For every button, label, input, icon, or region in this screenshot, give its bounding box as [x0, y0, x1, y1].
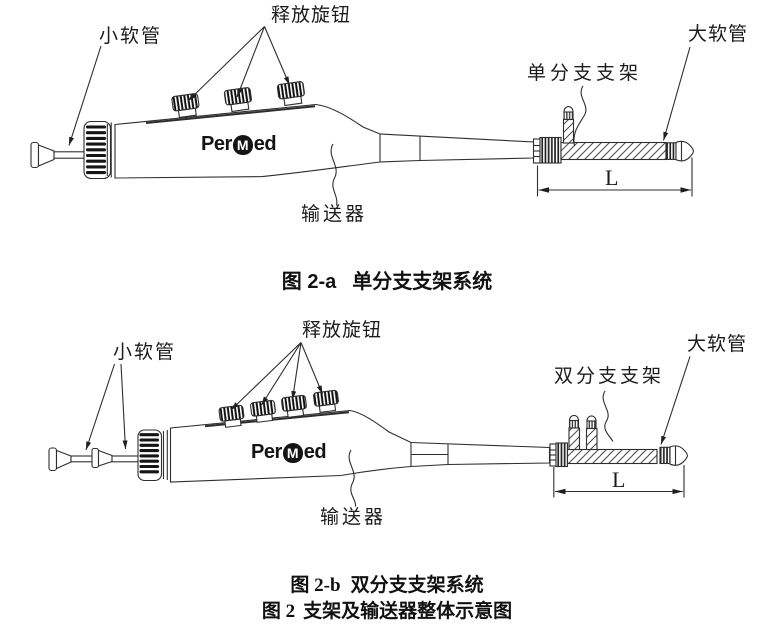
bottom-stent-branches	[568, 414, 598, 451]
logo-text-pre: Per	[251, 441, 282, 463]
top-nose-connector	[532, 136, 562, 164]
caption-fig-2b-title: 双分支支架系统	[350, 575, 484, 596]
top-stent-label: 单分支支架	[527, 63, 643, 84]
bottom-small-tubes	[48, 447, 140, 472]
logo-text-pre: Per	[201, 133, 232, 155]
top-tip	[665, 140, 694, 162]
top-ribbed-cap	[83, 120, 112, 180]
top-release-knobs	[171, 81, 305, 119]
logo-text-post: ed	[303, 441, 327, 463]
bottom-length-dimension	[553, 465, 685, 498]
top-release-knob-label: 释放旋钮	[271, 5, 352, 26]
caption-fig-2-overall: 图 2 支架及输送器整体示意图	[0, 602, 774, 621]
top-leader-lines	[68, 26, 691, 206]
caption-fig-2-number: 图 2	[261, 601, 296, 622]
logo-m-badge: M	[282, 442, 303, 463]
bottom-nose-connector	[549, 442, 569, 468]
caption-fig-2b: 图 2-b 双分支支架系统	[0, 576, 774, 595]
top-small-tube-label: 小软管	[99, 26, 163, 47]
top-device	[30, 26, 694, 206]
bottom-small-tube-label: 小软管	[113, 342, 177, 363]
bottom-leader-lines	[85, 342, 691, 507]
caption-fig-2a: 图 2-a 单分支支架系统	[0, 272, 774, 292]
bottom-large-tube-label: 大软管	[687, 334, 748, 355]
bottom-stent-label: 双分支支架	[554, 366, 665, 387]
bottom-release-knob-label: 释放旋钮	[302, 320, 383, 341]
top-delivery-label: 输送器	[301, 204, 368, 225]
bottom-delivery-label: 输送器	[320, 507, 387, 528]
caption-fig-2a-title: 单分支支架系统	[352, 271, 493, 293]
caption-fig-2a-number: 图 2-a	[281, 271, 337, 293]
top-stent-shaft	[560, 141, 667, 161]
top-large-tube-label: 大软管	[688, 24, 749, 45]
top-handle-body	[114, 103, 535, 179]
bottom-release-knobs	[218, 389, 339, 428]
bottom-device	[48, 342, 691, 507]
logo-m-badge: M	[232, 134, 253, 155]
caption-fig-2b-number: 图 2-b	[290, 575, 341, 596]
logo-text-post: ed	[253, 133, 277, 155]
bottom-ribbed-cap	[137, 429, 168, 482]
bottom-length-value: L	[612, 467, 626, 492]
top-length-dimension	[536, 157, 693, 197]
bottom-stent-shaft	[566, 448, 658, 465]
top-stent-branch	[562, 106, 575, 144]
caption-fig-2-title: 支架及输送器整体示意图	[303, 601, 513, 622]
bottom-tip	[659, 445, 688, 466]
top-length-value: L	[605, 165, 619, 190]
top-small-tube	[30, 141, 86, 169]
